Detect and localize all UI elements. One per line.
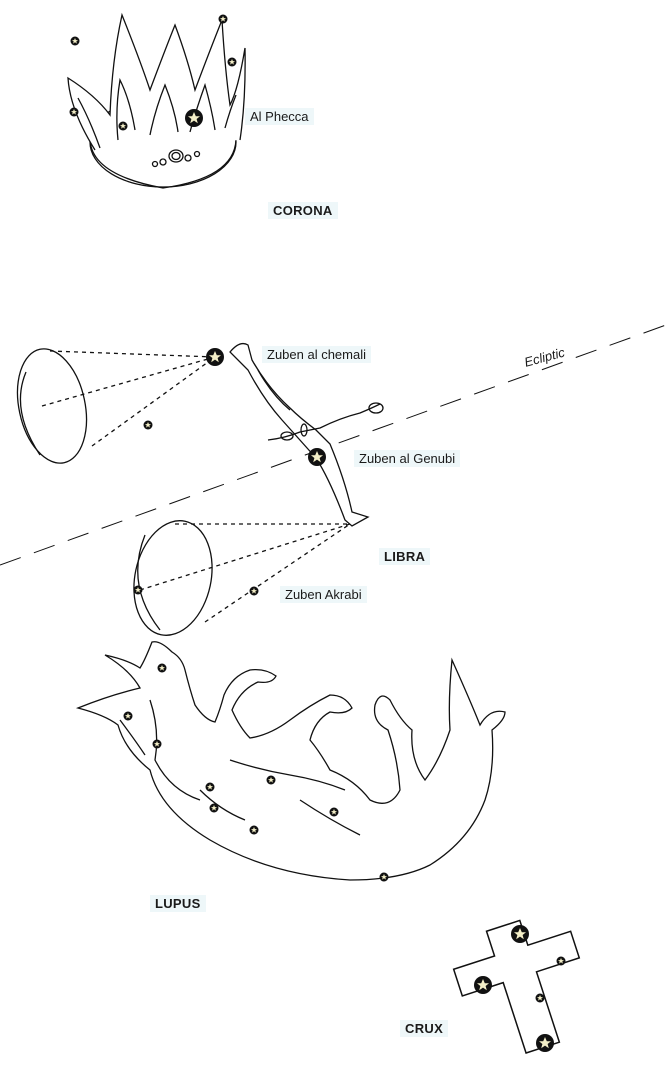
- crux-gamma-star: [511, 925, 529, 943]
- crux-label: CRUX: [400, 1020, 449, 1037]
- crux-figure: [452, 919, 581, 1054]
- zuben-al-chemali-label: Zuben al chemali: [262, 346, 371, 363]
- zuben-al-chemali-star: [206, 348, 224, 366]
- corona-label: CORONA: [268, 202, 338, 219]
- zuben-al-genubi-label: Zuben al Genubi: [354, 450, 461, 467]
- lupus-label: LUPUS: [150, 895, 206, 912]
- ecliptic-line: [0, 324, 666, 566]
- crux-beta-star: [474, 976, 492, 994]
- crux-alpha-star: [536, 1034, 554, 1052]
- zuben-al-genubi-star: [308, 448, 326, 466]
- zuben-akrabi-label: Zuben Akrabi: [280, 586, 367, 603]
- libra-label: LIBRA: [379, 548, 431, 565]
- lupus-figure: [75, 641, 506, 881]
- al-phecca-label: Al Phecca: [245, 108, 314, 125]
- libra-figure: [16, 342, 384, 636]
- corona-figure: [67, 12, 246, 189]
- al-phecca-star: [185, 109, 203, 127]
